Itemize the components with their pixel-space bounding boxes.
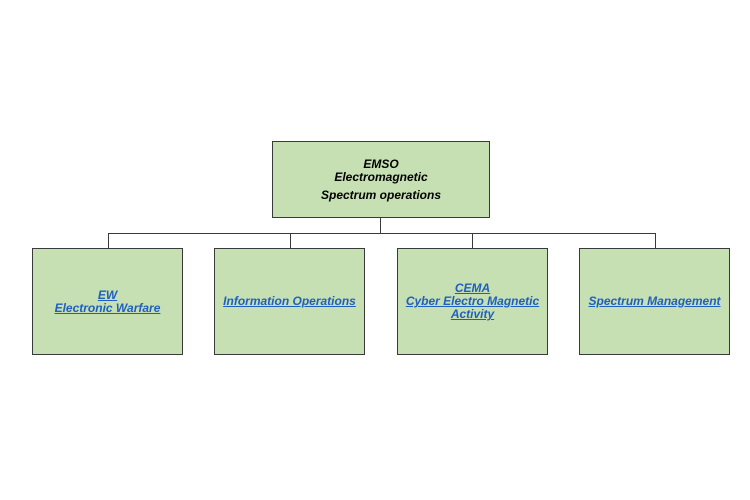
ew-link-acronym[interactable]: EW [97, 287, 118, 302]
root-node-title-line1: Electromagnetic [334, 169, 428, 184]
information-operations-link[interactable]: Information Operations [223, 294, 356, 308]
child-connector-information-operations [290, 233, 291, 248]
cema-node: CEMA Cyber Electro Magnetic Activity [397, 248, 548, 355]
emso-root-node: EMSO Electromagnetic Spectrum operations [272, 141, 490, 218]
root-node-title-line2: Spectrum operations [320, 187, 442, 202]
child-connector-spectrum-management [655, 233, 656, 248]
ew-link-title[interactable]: Electronic Warfare [54, 300, 161, 315]
information-operations-node: Information Operations [214, 248, 365, 355]
child-connector-ew [108, 233, 109, 248]
root-node-acronym: EMSO [363, 156, 399, 171]
ew-node: EW Electronic Warfare [32, 248, 183, 355]
spectrum-management-node: Spectrum Management [579, 248, 730, 355]
child-connector-cema [472, 233, 473, 248]
root-connector-vertical [380, 218, 381, 234]
spectrum-management-link[interactable]: Spectrum Management [588, 294, 721, 308]
cema-link-acronym[interactable]: CEMA [454, 281, 491, 295]
horizontal-connector [108, 233, 656, 234]
cema-link-title-line2[interactable]: Activity [450, 307, 495, 321]
cema-link-title-line1[interactable]: Cyber Electro Magnetic [405, 294, 540, 308]
